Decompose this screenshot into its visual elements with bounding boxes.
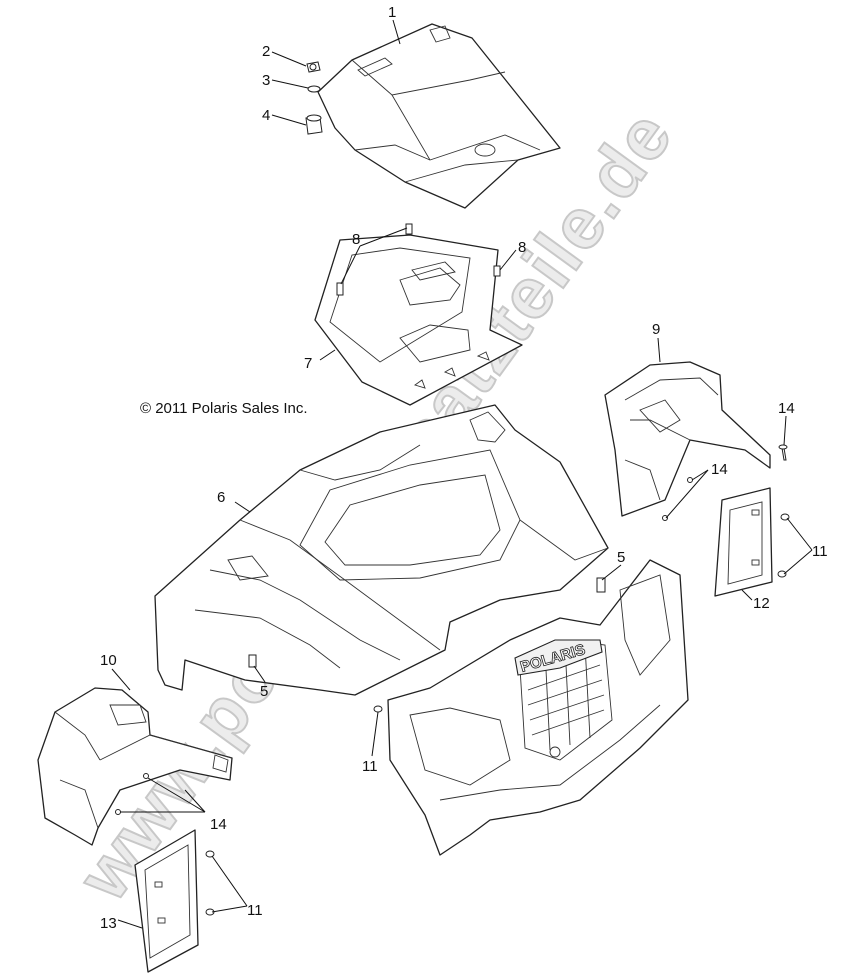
part-5-clip-icon <box>248 577 606 668</box>
callout-1: 1 <box>388 4 396 21</box>
callout-12: 12 <box>753 595 770 612</box>
callout-8-right: 8 <box>518 239 526 256</box>
callout-10: 10 <box>100 652 117 669</box>
part-14-pin-icon <box>778 444 788 461</box>
callout-11-right: 11 <box>812 543 828 560</box>
part-10-left-fender <box>37 687 233 846</box>
part-7-storage-tray <box>314 234 523 406</box>
callout-8-left: 8 <box>352 231 360 248</box>
part-4-grommet-icon <box>305 114 323 135</box>
callout-6: 6 <box>217 489 225 506</box>
callout-9: 9 <box>652 321 660 338</box>
part-12-right-mud-flap <box>714 487 773 597</box>
part-2-fastener-icon <box>306 61 321 73</box>
callout-5-left: 5 <box>260 683 268 700</box>
callout-13: 13 <box>100 915 117 932</box>
part-8-screw-icon <box>336 223 501 296</box>
callout-5-right: 5 <box>617 549 625 566</box>
copyright-text: © 2011 Polaris Sales Inc. <box>140 400 308 417</box>
callout-11-left: 11 <box>247 902 263 919</box>
part-9-right-fender <box>604 361 771 517</box>
callout-4: 4 <box>262 107 270 124</box>
callout-14-mid: 14 <box>711 461 728 478</box>
part-1-storage-cover <box>317 23 561 209</box>
part-6-hood <box>154 404 609 696</box>
part-13-left-mud-flap <box>134 829 199 973</box>
callout-labels: 1 2 3 4 8 8 7 6 9 14 14 11 12 5 5 10 11 … <box>100 4 828 932</box>
callout-3: 3 <box>262 72 270 89</box>
front-bumper-grille: POLARIS <box>387 559 689 856</box>
leader-lines <box>111 19 813 929</box>
callout-2: 2 <box>262 43 270 60</box>
part-3-washer-icon <box>307 85 321 93</box>
part-11-screw-icon <box>115 477 790 916</box>
callout-14-right: 14 <box>778 400 795 417</box>
callout-11-mid: 11 <box>362 758 378 775</box>
callout-14-left: 14 <box>210 816 227 833</box>
callout-7: 7 <box>304 355 312 372</box>
